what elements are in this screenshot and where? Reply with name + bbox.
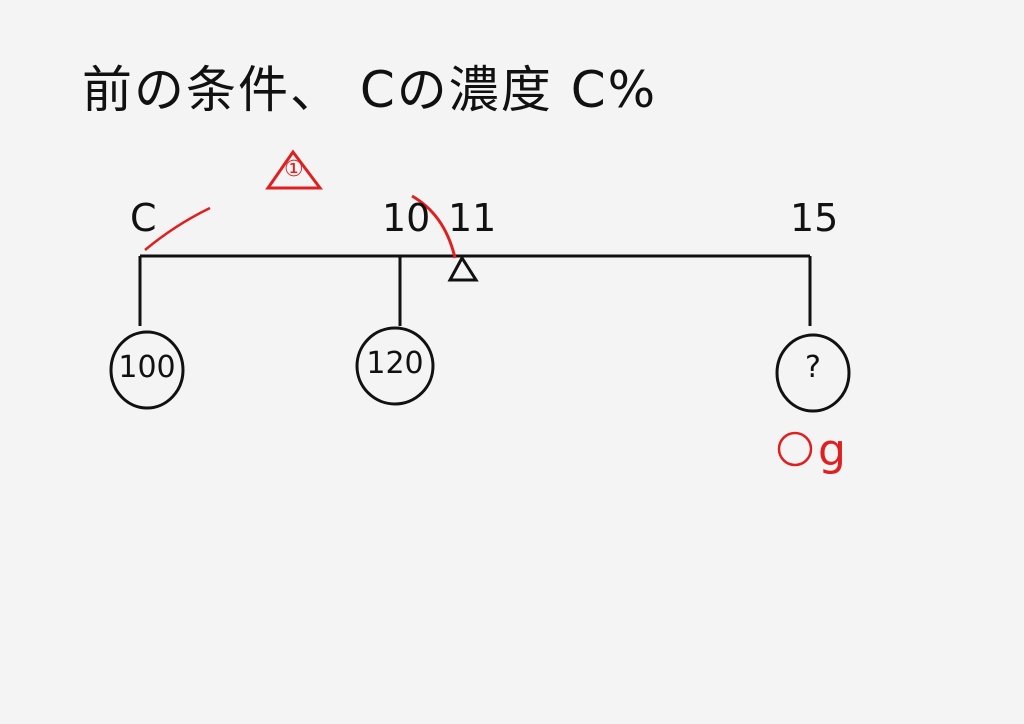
left-weight-label: 100 [118,350,176,385]
ratio-triangle-icon [265,149,323,190]
red-arc-left [144,206,211,251]
middle-weight-circle [355,326,435,406]
circled-one-mark [777,431,813,467]
note-unit: g [818,425,846,476]
right-weight-note: g [818,425,846,476]
middle-weight-label: 120 [366,346,424,381]
page-title: 前の条件、 Cの濃度 C% [82,61,658,119]
label-11: 11 [448,196,497,240]
right-weight-label: ? [805,350,821,385]
label-10: 10 [382,196,431,240]
ratio-mark: ① [284,157,304,182]
red-arc-right [411,194,457,259]
label-c: C [130,196,157,240]
right-weight-circle [775,333,851,413]
label-15: 15 [790,196,839,240]
fulcrum-triangle [447,255,479,282]
left-weight-circle [109,330,185,410]
